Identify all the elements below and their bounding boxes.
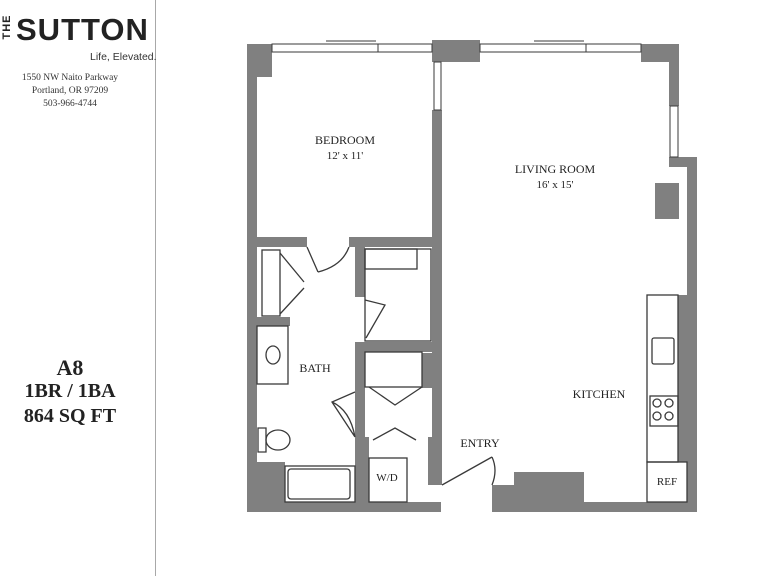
label-living-size: 16' x 15' — [537, 179, 574, 191]
wall-east-upper — [669, 44, 679, 106]
address-city: Portland, OR 97209 — [31, 86, 109, 96]
wall-closet-west — [355, 237, 365, 297]
label-bath: BATH — [299, 361, 331, 375]
unit-beds-baths: 1BR / 1BA — [24, 380, 116, 402]
wall-north-mid — [432, 40, 480, 62]
burner-4 — [664, 411, 674, 421]
closet-bath-linen — [261, 249, 281, 317]
wall-south-left — [247, 502, 441, 512]
window-bedroom — [271, 43, 433, 53]
logo-wordmark: SUTTON — [16, 12, 149, 47]
wall-bath-east — [355, 352, 365, 437]
sink-bath — [265, 345, 281, 365]
cabinet-linen — [364, 351, 423, 388]
door-entry — [441, 456, 496, 486]
windows — [271, 43, 679, 158]
label-living-room: LIVING ROOM — [515, 162, 596, 176]
burner-3 — [652, 411, 662, 421]
bathtub — [284, 465, 356, 503]
refrigerator — [646, 461, 688, 503]
wall-south-right — [492, 502, 697, 512]
closet-bedroom-door — [364, 299, 386, 339]
wall-east-step — [669, 157, 697, 167]
burner-1 — [652, 398, 662, 408]
label-bedroom-size: 12' x 11' — [327, 150, 364, 162]
label-refrigerator: REF — [657, 476, 677, 488]
label-washer-dryer: W/D — [376, 472, 397, 484]
door-laundry — [372, 427, 417, 441]
wall-linen-east — [422, 353, 442, 388]
wall-west — [247, 44, 257, 512]
washer-dryer — [368, 457, 408, 503]
cooktop — [649, 395, 679, 427]
kitchen-sink — [651, 337, 675, 365]
toilet-bowl — [265, 429, 291, 451]
wall-bedroom-south-right — [349, 237, 441, 247]
wall-kitchen-back — [678, 295, 697, 462]
address-street: 1550 NW Naito Parkway — [21, 73, 119, 83]
window-east — [669, 105, 679, 158]
logo-tagline: Life, Elevated. — [90, 51, 157, 63]
window-living — [479, 43, 642, 53]
fixtures — [256, 246, 688, 503]
wall-laundry-west — [355, 437, 369, 502]
label-bedroom: BEDROOM — [315, 133, 375, 147]
wall-partition-vertical — [432, 110, 442, 485]
wall-column-south — [514, 472, 584, 512]
window-sash-lines — [326, 40, 587, 52]
door-bath — [331, 391, 356, 438]
wall-laundry-east — [428, 437, 442, 485]
door-bedroom — [306, 246, 350, 273]
wall-bath-north — [257, 317, 290, 326]
bathtub-basin — [287, 468, 351, 500]
burner-2 — [664, 398, 674, 408]
wall-closet-south — [355, 342, 442, 352]
bath-vanity — [256, 325, 289, 385]
cabinet-linen-doors — [368, 386, 423, 406]
walls — [247, 40, 697, 512]
sidebar: THE SUTTON Life, Elevated. 1550 NW Naito… — [0, 0, 157, 576]
label-kitchen: KITCHEN — [573, 387, 626, 401]
kitchen-counter — [646, 294, 679, 463]
unit-area: 864 SQ FT — [23, 405, 117, 427]
unit-name: A8 — [56, 355, 84, 380]
closet-bedroom — [364, 248, 432, 342]
closet-bath-doors — [279, 252, 305, 315]
address-phone: 503-966-4744 — [43, 99, 97, 109]
label-entry: ENTRY — [460, 436, 500, 450]
wall-bedroom-south-left — [257, 237, 307, 247]
closet-bedroom-shelf — [364, 248, 418, 270]
wall-entry-jamb — [492, 485, 517, 505]
window-corner — [433, 61, 442, 111]
column-living — [655, 183, 679, 219]
toilet-tank — [257, 427, 267, 453]
